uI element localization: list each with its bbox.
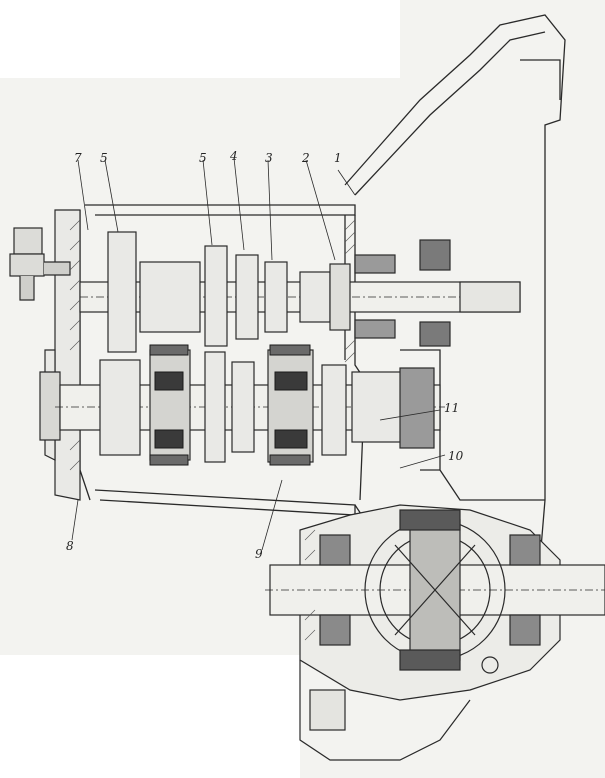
differential — [265, 504, 605, 701]
synchronizers — [149, 344, 311, 466]
callout-9: 9 — [255, 547, 263, 561]
callout-5-left: 5 — [100, 151, 108, 165]
callout-7: 7 — [74, 151, 82, 165]
final-drive-housing — [299, 656, 499, 761]
breather-fitting — [9, 227, 71, 301]
section-hatching — [69, 219, 356, 641]
callout-2: 2 — [302, 151, 310, 165]
callout-4: 4 — [230, 149, 238, 163]
callout-10: 10 — [448, 449, 464, 463]
callout-3: 3 — [265, 151, 273, 165]
callout-8: 8 — [66, 539, 74, 553]
callout-11: 11 — [444, 401, 460, 415]
blank-margin-top-left — [0, 0, 400, 78]
blank-margin-bottom-left — [0, 655, 300, 778]
callout-5-right: 5 — [199, 151, 207, 165]
primary-shaft — [79, 231, 521, 353]
leader-lines — [71, 157, 446, 551]
callout-1: 1 — [334, 151, 342, 165]
